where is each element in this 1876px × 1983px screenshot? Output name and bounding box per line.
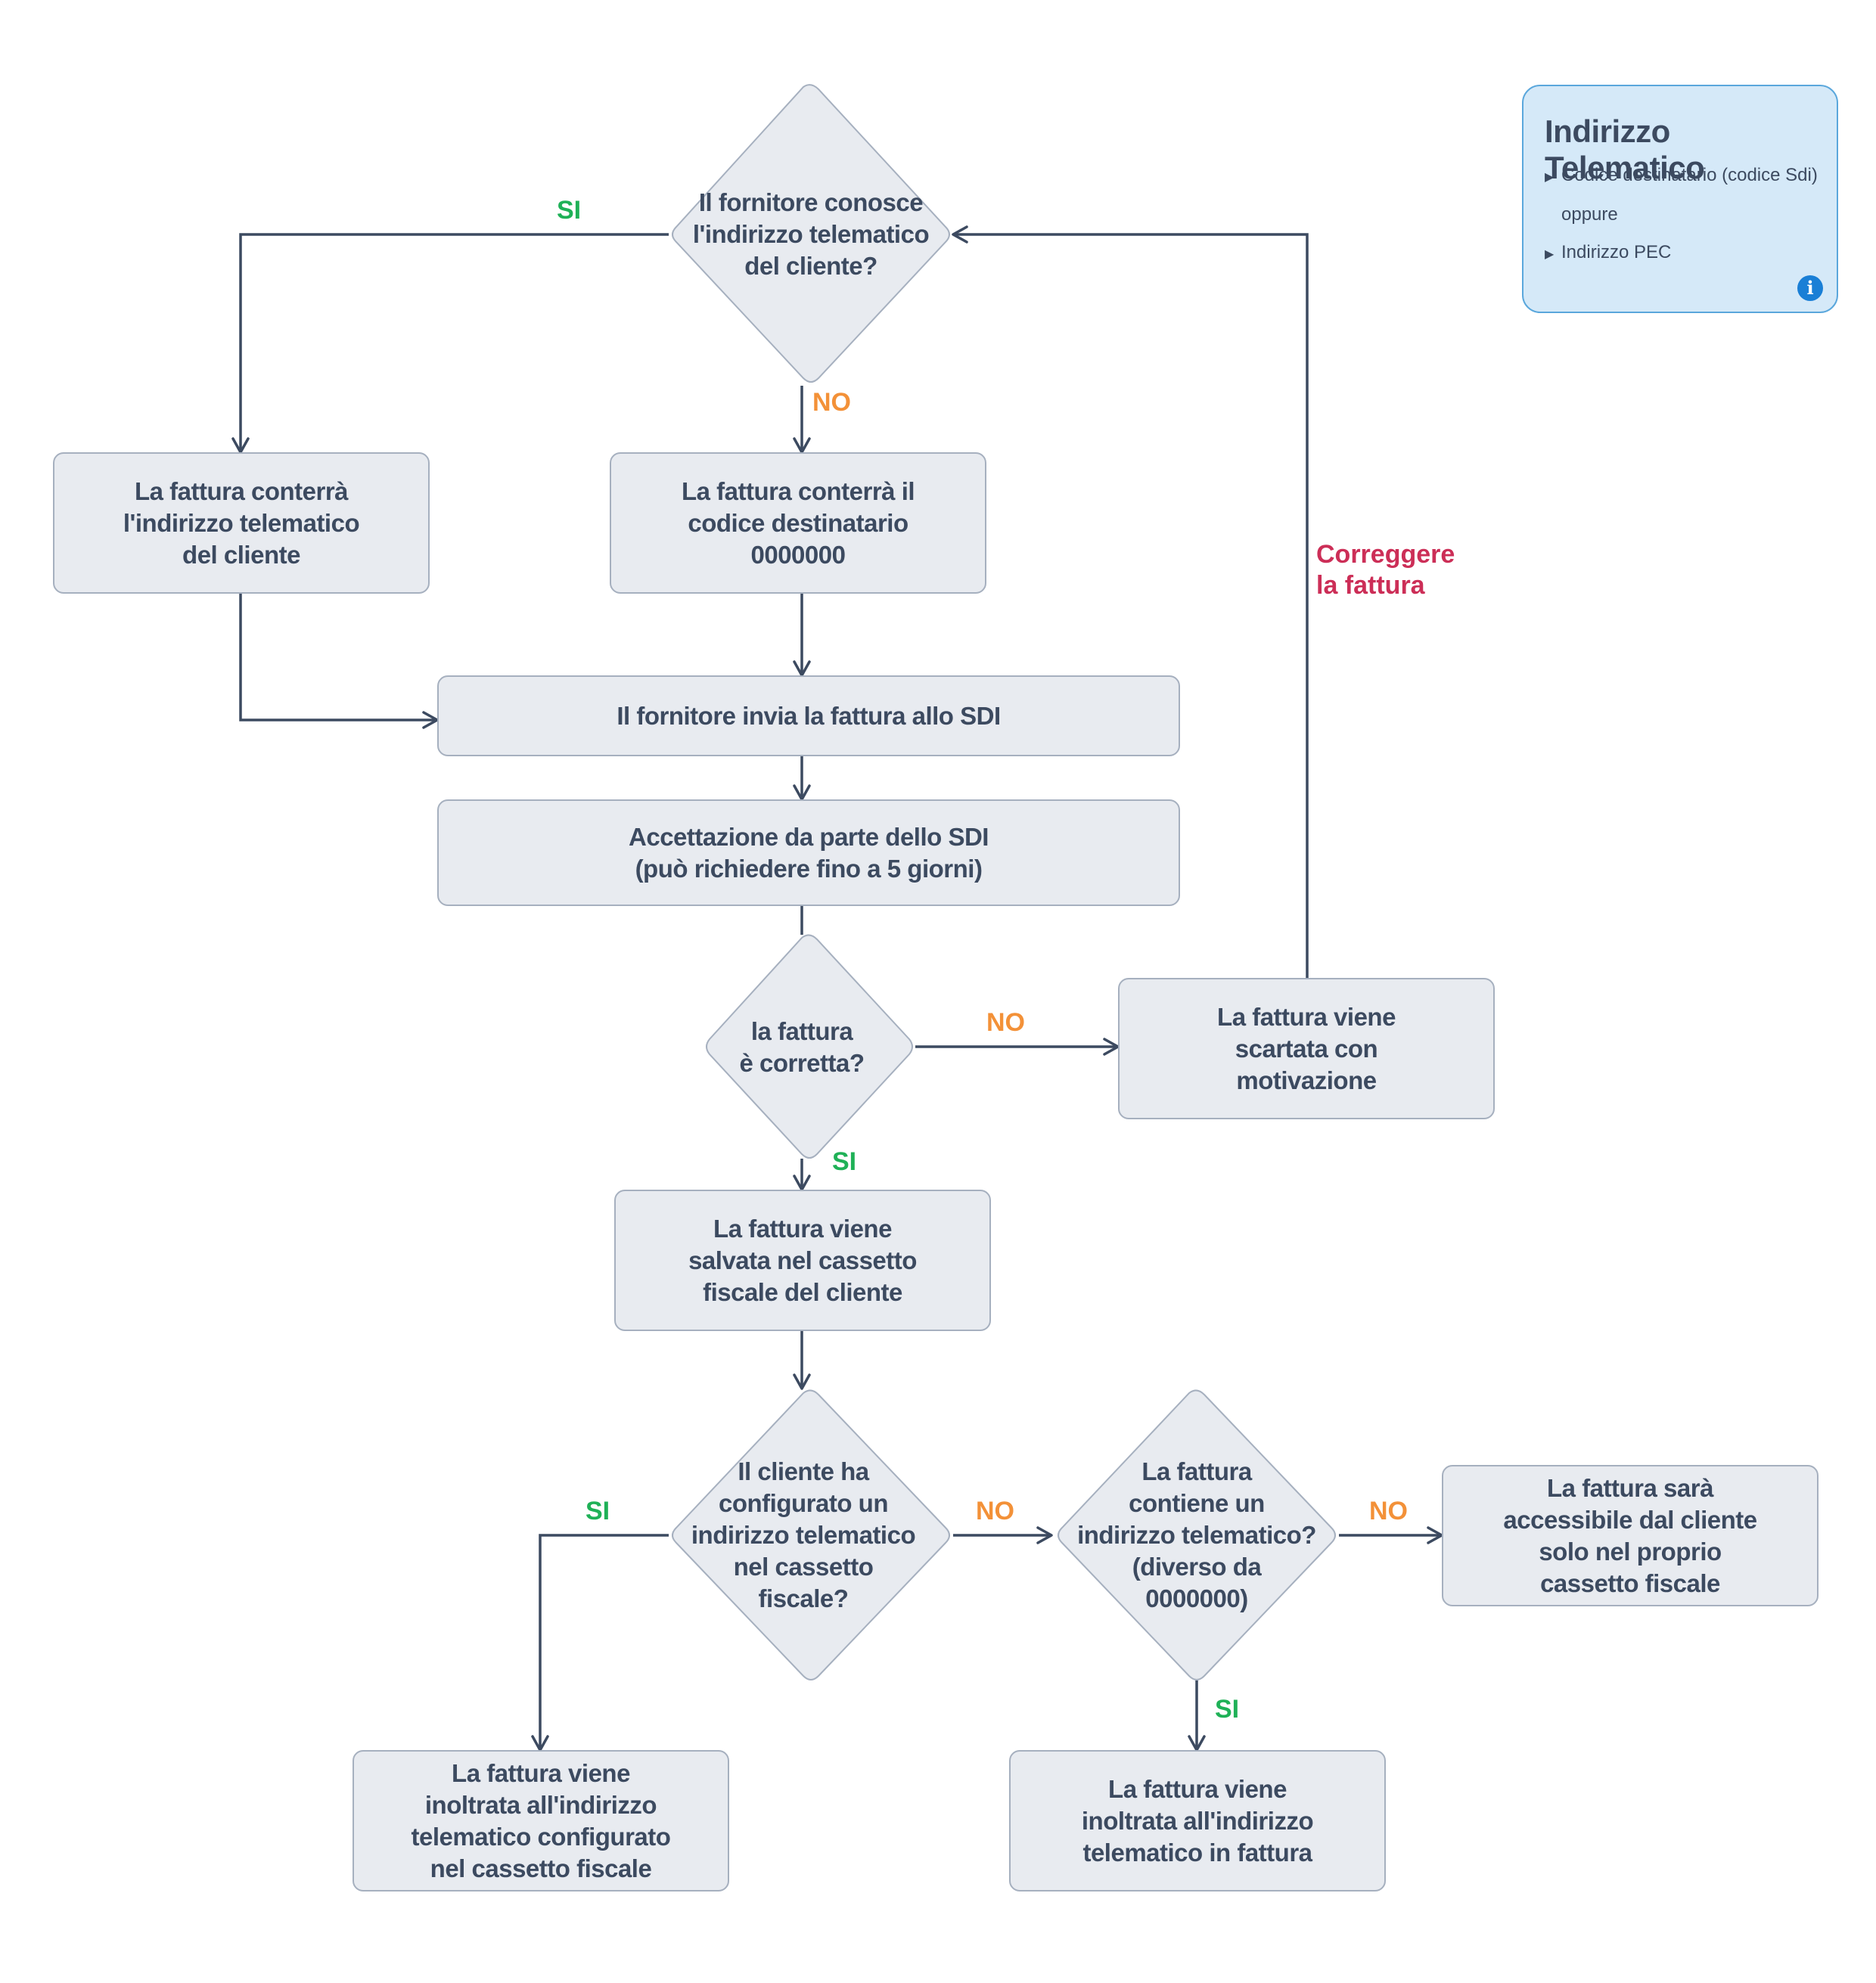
box-text: Il fornitore invia la fattura allo SDI <box>617 701 1001 730</box>
box-text: La fattura conterrà l'indirizzo telemati… <box>123 476 360 569</box>
label-correct-invoice: Correggere la fattura <box>1316 540 1455 600</box>
label-si-d3: SI <box>585 1497 610 1525</box>
box-text: La fattura sarà accessibile dal cliente … <box>1503 1473 1757 1597</box>
decision-invoice-contains-address-text: La fattura contiene un indirizzo telemat… <box>1077 1457 1316 1612</box>
decision-invoice-correct-text: la fattura è corretta? <box>739 1017 865 1077</box>
label-si-d4: SI <box>1215 1695 1240 1724</box>
box-invoice-contains-client-address: La fattura conterrà l'indirizzo telemati… <box>53 452 430 594</box>
decision-client-configured-address-text: Il cliente ha configurato un indirizzo t… <box>691 1457 916 1612</box>
info-or: oppure <box>1561 204 1618 225</box>
box-forwarded-to-configured-address: La fattura viene inoltrata all'indirizzo… <box>353 1750 729 1891</box>
box-invoice-rejected: La fattura viene scartata con motivazion… <box>1118 978 1495 1119</box>
box-text: Accettazione da parte dello SDI (può ric… <box>629 822 989 883</box>
edge-left-to-send <box>239 594 439 729</box>
label-no-d1: NO <box>812 388 851 417</box>
box-text: La fattura viene inoltrata all'indirizzo… <box>1081 1774 1314 1867</box>
info-item-text: Indirizzo PEC <box>1561 242 1672 262</box>
bullet-triangle-icon: ▶ <box>1545 248 1555 261</box>
info-card-title: Indirizzo Telematico <box>1545 113 1705 185</box>
box-forwarded-to-invoice-address: La fattura viene inoltrata all'indirizzo… <box>1009 1750 1386 1891</box>
info-card-telematic-address: Indirizzo Telematico ▶ Codice destinatari… <box>1522 85 1838 313</box>
box-invoice-accessible-only-in-drawer: La fattura sarà accessibile dal cliente … <box>1442 1465 1819 1606</box>
label-no-d3: NO <box>976 1497 1014 1525</box>
box-text: La fattura viene salvata nel cassetto fi… <box>688 1214 917 1306</box>
decision-invoice-correct <box>706 934 913 1159</box>
box-text: La fattura viene inoltrata all'indirizzo… <box>411 1758 671 1882</box>
box-invoice-saved: La fattura viene salvata nel cassetto fi… <box>614 1190 991 1331</box>
label-no-d4: NO <box>1369 1497 1408 1525</box>
decision-supplier-knows-address <box>672 84 950 383</box>
decision-client-configured-address <box>672 1389 950 1680</box>
info-item-recipient-code: ▶ Codice destinatario (codice Sdi) <box>1545 165 1818 186</box>
label-no-d2: NO <box>986 1008 1025 1037</box>
box-supplier-sends-invoice: Il fornitore invia la fattura allo SDI <box>437 675 1180 756</box>
box-text: La fattura conterrà il codice destinatar… <box>681 476 915 569</box>
edge-d3-si <box>531 1534 669 1752</box>
info-item-text: Codice destinatario (codice Sdi) <box>1561 165 1818 185</box>
edge-d1-si <box>231 233 669 454</box>
info-icon[interactable]: i <box>1797 275 1823 301</box>
label-si-d1: SI <box>557 196 582 225</box>
box-invoice-contains-default-code: La fattura conterrà il codice destinatar… <box>610 452 986 594</box>
info-item-pec: ▶ Indirizzo PEC <box>1545 242 1671 263</box>
decision-invoice-contains-address <box>1058 1389 1336 1680</box>
decision-supplier-knows-address-text: Il fornitore conosce l'indirizzo telemat… <box>692 188 930 280</box>
bullet-triangle-icon: ▶ <box>1545 171 1555 184</box>
box-text: La fattura viene scartata con motivazion… <box>1217 1002 1396 1094</box>
edge-correction-loop <box>952 225 1309 978</box>
label-si-d2: SI <box>832 1147 857 1176</box>
box-sdi-acceptance: Accettazione da parte dello SDI (può ric… <box>437 799 1180 906</box>
